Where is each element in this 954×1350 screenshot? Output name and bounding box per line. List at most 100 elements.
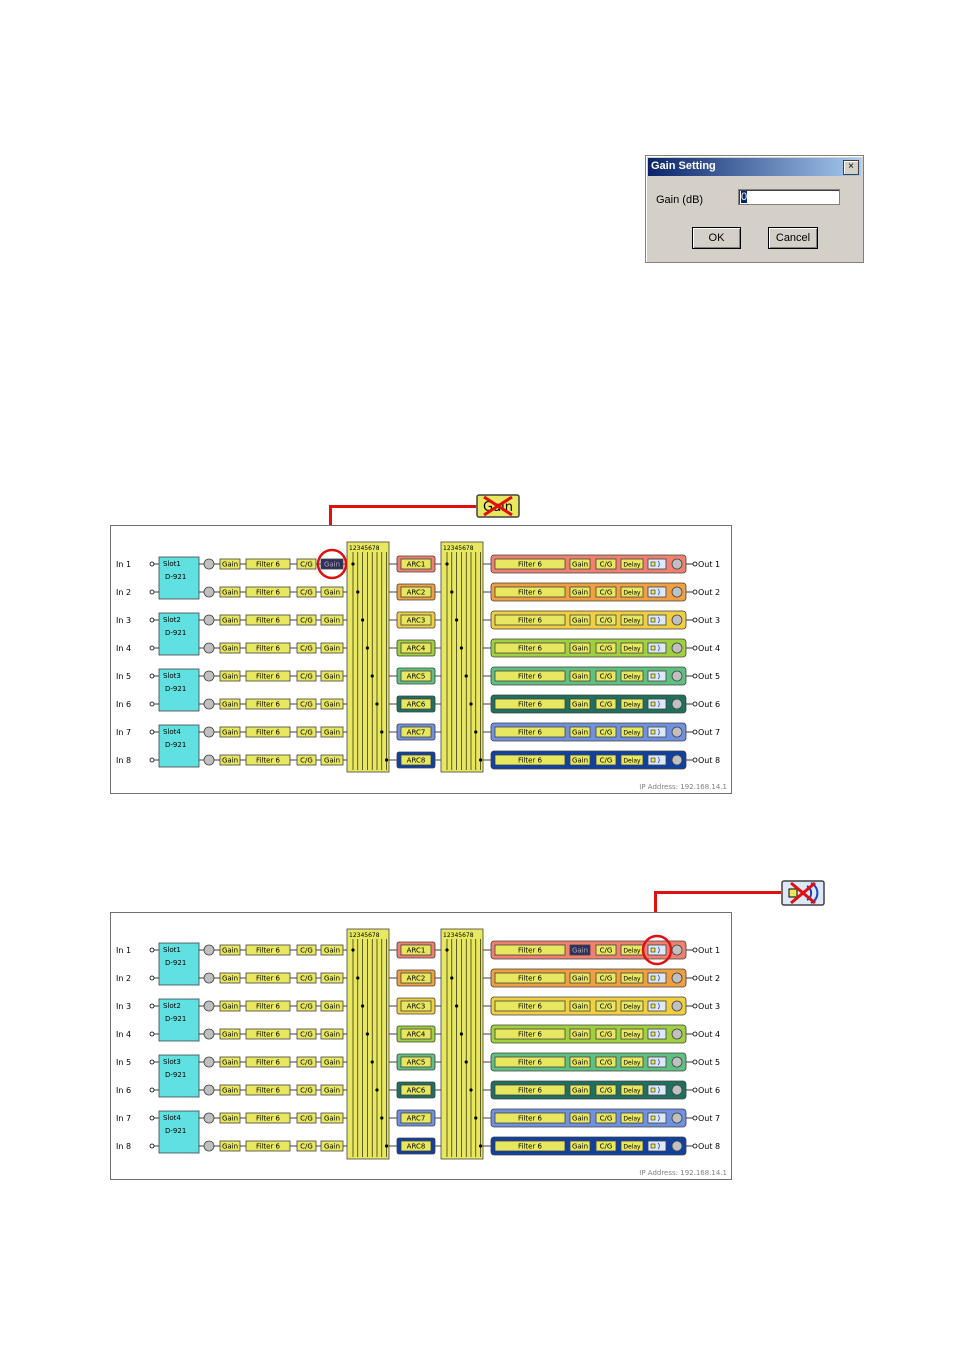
speaker-icon[interactable] bbox=[647, 972, 667, 984]
output-delay-block[interactable] bbox=[620, 586, 644, 598]
input-gain-block[interactable] bbox=[219, 1084, 241, 1096]
input-filter-block[interactable] bbox=[245, 642, 291, 654]
speaker-icon[interactable] bbox=[647, 1084, 667, 1096]
input-cg-block[interactable] bbox=[296, 670, 317, 682]
meter-knob[interactable] bbox=[203, 1084, 215, 1096]
output-gain-block[interactable] bbox=[569, 972, 591, 984]
output-meter-knob[interactable] bbox=[671, 586, 683, 598]
input-gain-block[interactable] bbox=[219, 698, 241, 710]
input-gain2-block[interactable] bbox=[320, 614, 344, 626]
meter-knob[interactable] bbox=[203, 1056, 215, 1068]
meter-knob[interactable] bbox=[203, 698, 215, 710]
input-filter-block[interactable] bbox=[245, 1140, 291, 1152]
output-gain-block[interactable] bbox=[569, 1140, 591, 1152]
output-cg-block[interactable] bbox=[595, 1028, 617, 1040]
input-filter-block[interactable] bbox=[245, 698, 291, 710]
input-cg-block[interactable] bbox=[296, 1084, 317, 1096]
slot-block[interactable] bbox=[158, 1054, 200, 1098]
slot-block[interactable] bbox=[158, 998, 200, 1042]
input-gain2-block[interactable] bbox=[320, 670, 344, 682]
meter-knob[interactable] bbox=[203, 586, 215, 598]
input-cg-block[interactable] bbox=[296, 586, 317, 598]
input-cg-block[interactable] bbox=[296, 754, 317, 766]
arc-block[interactable] bbox=[400, 754, 432, 766]
input-cg-block[interactable] bbox=[296, 1028, 317, 1040]
output-filter-block[interactable] bbox=[494, 558, 566, 570]
input-gain2-block[interactable] bbox=[320, 1084, 344, 1096]
output-gain-block[interactable] bbox=[569, 726, 591, 738]
input-cg-block[interactable] bbox=[296, 944, 317, 956]
input-cg-block[interactable] bbox=[296, 614, 317, 626]
input-gain2-block[interactable] bbox=[320, 1000, 344, 1012]
output-cg-block[interactable] bbox=[595, 1084, 617, 1096]
output-gain-block[interactable] bbox=[569, 670, 591, 682]
input-gain-block[interactable] bbox=[219, 726, 241, 738]
input-gain-block[interactable] bbox=[219, 586, 241, 598]
meter-knob[interactable] bbox=[203, 1140, 215, 1152]
meter-knob[interactable] bbox=[203, 1028, 215, 1040]
output-gain-block[interactable] bbox=[569, 944, 591, 956]
output-cg-block[interactable] bbox=[595, 972, 617, 984]
input-gain2-block[interactable] bbox=[320, 642, 344, 654]
arc-block[interactable] bbox=[400, 614, 432, 626]
output-delay-block[interactable] bbox=[620, 642, 644, 654]
input-filter-block[interactable] bbox=[245, 1084, 291, 1096]
speaker-icon[interactable] bbox=[647, 726, 667, 738]
input-gain-block[interactable] bbox=[219, 614, 241, 626]
input-gain2-block[interactable] bbox=[320, 944, 344, 956]
input-gain2-block[interactable] bbox=[320, 1140, 344, 1152]
output-cg-block[interactable] bbox=[595, 586, 617, 598]
output-filter-block[interactable] bbox=[494, 1028, 566, 1040]
arc-block[interactable] bbox=[400, 1028, 432, 1040]
slot-block[interactable] bbox=[158, 556, 200, 600]
input-cg-block[interactable] bbox=[296, 698, 317, 710]
output-cg-block[interactable] bbox=[595, 1112, 617, 1124]
output-filter-block[interactable] bbox=[494, 1112, 566, 1124]
arc-block[interactable] bbox=[400, 1000, 432, 1012]
output-cg-block[interactable] bbox=[595, 670, 617, 682]
output-filter-block[interactable] bbox=[494, 670, 566, 682]
output-gain-block[interactable] bbox=[569, 558, 591, 570]
output-delay-block[interactable] bbox=[620, 614, 644, 626]
input-filter-block[interactable] bbox=[245, 726, 291, 738]
input-gain-block[interactable] bbox=[219, 754, 241, 766]
speaker-icon[interactable] bbox=[647, 944, 667, 956]
input-gain-block[interactable] bbox=[219, 1000, 241, 1012]
meter-knob[interactable] bbox=[203, 726, 215, 738]
speaker-icon[interactable] bbox=[647, 614, 667, 626]
output-cg-block[interactable] bbox=[595, 754, 617, 766]
speaker-icon[interactable] bbox=[647, 642, 667, 654]
output-filter-block[interactable] bbox=[494, 1140, 566, 1152]
ok-button[interactable]: OK bbox=[692, 227, 741, 249]
input-gain-block[interactable] bbox=[219, 972, 241, 984]
slot-block[interactable] bbox=[158, 942, 200, 986]
input-gain2-block[interactable] bbox=[320, 754, 344, 766]
output-cg-block[interactable] bbox=[595, 944, 617, 956]
output-delay-block[interactable] bbox=[620, 1056, 644, 1068]
output-meter-knob[interactable] bbox=[671, 972, 683, 984]
meter-knob[interactable] bbox=[203, 754, 215, 766]
output-meter-knob[interactable] bbox=[671, 670, 683, 682]
speaker-icon[interactable] bbox=[647, 1056, 667, 1068]
input-cg-block[interactable] bbox=[296, 1112, 317, 1124]
input-filter-block[interactable] bbox=[245, 972, 291, 984]
input-gain-block[interactable] bbox=[219, 558, 241, 570]
output-cg-block[interactable] bbox=[595, 1000, 617, 1012]
input-gain2-block[interactable] bbox=[320, 558, 344, 570]
arc-block[interactable] bbox=[400, 1056, 432, 1068]
output-filter-block[interactable] bbox=[494, 586, 566, 598]
output-delay-block[interactable] bbox=[620, 698, 644, 710]
output-meter-knob[interactable] bbox=[671, 558, 683, 570]
input-gain-block[interactable] bbox=[219, 670, 241, 682]
input-gain2-block[interactable] bbox=[320, 972, 344, 984]
close-icon[interactable]: × bbox=[843, 160, 859, 175]
output-meter-knob[interactable] bbox=[671, 698, 683, 710]
input-cg-block[interactable] bbox=[296, 558, 317, 570]
arc-block[interactable] bbox=[400, 944, 432, 956]
meter-knob[interactable] bbox=[203, 972, 215, 984]
input-filter-block[interactable] bbox=[245, 1056, 291, 1068]
output-gain-block[interactable] bbox=[569, 1028, 591, 1040]
arc-block[interactable] bbox=[400, 1140, 432, 1152]
meter-knob[interactable] bbox=[203, 670, 215, 682]
input-gain-block[interactable] bbox=[219, 1028, 241, 1040]
